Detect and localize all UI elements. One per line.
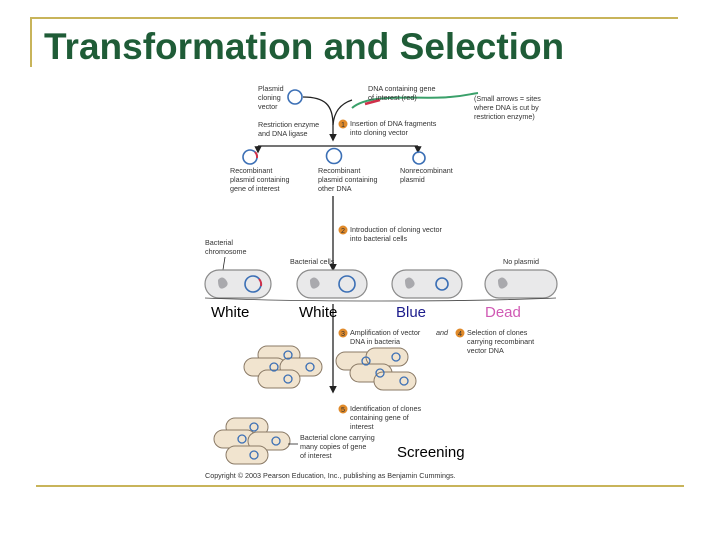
and-word: and xyxy=(436,328,449,337)
svg-text:3: 3 xyxy=(341,329,345,338)
recombinant-other-plasmid xyxy=(325,147,343,165)
bacterium-4 xyxy=(484,269,558,299)
svg-text:carrying recombinant: carrying recombinant xyxy=(467,337,534,346)
svg-text:of interest (red): of interest (red) xyxy=(368,93,417,102)
recombinant-gene-label: Recombinant plasmid containing gene of i… xyxy=(230,166,290,193)
svg-text:Recombinant: Recombinant xyxy=(318,166,360,175)
svg-text:chromosome: chromosome xyxy=(205,247,247,256)
svg-text:where DNA is cut by: where DNA is cut by xyxy=(473,103,539,112)
step-2-marker xyxy=(338,225,348,235)
bacterial-chromosome-label: Bacterial chromosome xyxy=(205,238,247,256)
svg-text:and DNA ligase: and DNA ligase xyxy=(258,129,308,138)
svg-text:Amplification of vector: Amplification of vector xyxy=(350,328,421,337)
step-1: 1 Insertion of DNA fragments into clonin… xyxy=(338,119,437,137)
frame-left-line xyxy=(30,17,32,67)
svg-text:1: 1 xyxy=(341,120,345,129)
svg-text:many copies of gene: many copies of gene xyxy=(300,442,366,451)
step-5: 5 Identification of clones containing ge… xyxy=(338,404,422,431)
svg-text:DNA in bacteria: DNA in bacteria xyxy=(350,337,400,346)
svg-text:Insertion of DNA fragments: Insertion of DNA fragments xyxy=(350,119,437,128)
svg-text:(Small arrows = sites: (Small arrows = sites xyxy=(474,94,541,103)
step-2: 2 Introduction of cloning vector into ba… xyxy=(338,225,442,243)
nonrecombinant-label: Nonrecombinant plasmid xyxy=(400,166,453,184)
cells-brace xyxy=(204,297,557,302)
annotation-white-1: White xyxy=(211,304,250,321)
cloning-vector-plasmid xyxy=(287,89,303,105)
annotation-dead: Dead xyxy=(485,304,521,321)
insert-mark xyxy=(254,151,259,159)
svg-text:Restriction enzyme: Restriction enzyme xyxy=(258,120,319,129)
bacterium-1 xyxy=(204,269,272,299)
dna-strand xyxy=(351,92,479,109)
svg-text:Introduction of cloning vector: Introduction of cloning vector xyxy=(350,225,442,234)
svg-text:of interest: of interest xyxy=(300,451,332,460)
svg-text:5: 5 xyxy=(341,405,345,414)
gene-segment xyxy=(364,98,381,106)
chromosome-blob xyxy=(498,277,508,289)
restriction-note: (Small arrows = sites where DNA is cut b… xyxy=(473,94,541,121)
svg-text:Recombinant: Recombinant xyxy=(230,166,272,175)
svg-text:gene of interest: gene of interest xyxy=(230,184,280,193)
svg-text:plasmid containing: plasmid containing xyxy=(230,175,290,184)
svg-text:Bacterial clone carrying: Bacterial clone carrying xyxy=(300,433,375,442)
svg-text:DNA containing gene: DNA containing gene xyxy=(368,84,436,93)
recombinant-other-label: Recombinant plasmid containing other DNA xyxy=(318,166,378,193)
slide-title: Transformation and Selection xyxy=(44,26,565,67)
no-plasmid-label: No plasmid xyxy=(503,257,539,266)
annotation-screening: Screening xyxy=(397,444,465,461)
svg-text:restriction enzyme): restriction enzyme) xyxy=(474,112,535,121)
chromosome-blob xyxy=(218,277,228,289)
converge-arrow-right xyxy=(332,99,353,126)
svg-text:into cloning vector: into cloning vector xyxy=(350,128,409,137)
annotation-blue: Blue xyxy=(396,304,427,321)
svg-text:cloning: cloning xyxy=(258,93,281,102)
frame-bottom-line xyxy=(36,485,684,487)
step-3-marker xyxy=(338,328,348,338)
step-5-marker xyxy=(338,404,348,414)
cell-plasmid xyxy=(338,275,356,293)
bacteria-cluster-left xyxy=(243,345,323,389)
svg-text:Nonrecombinant: Nonrecombinant xyxy=(400,166,453,175)
svg-text:vector DNA: vector DNA xyxy=(467,346,504,355)
step-1-marker xyxy=(338,119,348,129)
svg-text:Selection of clones: Selection of clones xyxy=(467,328,528,337)
step-3: 3 Amplification of vector DNA in bacteri… xyxy=(338,328,421,346)
svg-text:4: 4 xyxy=(458,329,462,338)
copyright-text: Copyright © 2003 Pearson Education, Inc.… xyxy=(205,471,456,480)
svg-text:interest: interest xyxy=(350,422,374,431)
cell-plasmid xyxy=(435,277,449,291)
annotation-white-2: White xyxy=(299,304,338,321)
plasmid-label: Plasmid cloning vector xyxy=(258,84,284,111)
enzyme-label: Restriction enzyme and DNA ligase xyxy=(258,120,319,138)
clone-cluster xyxy=(213,417,291,465)
bacterium-3 xyxy=(391,269,463,299)
svg-text:containing gene of: containing gene of xyxy=(350,413,409,422)
dna-label: DNA containing gene of interest (red) xyxy=(368,84,436,102)
step-4-marker xyxy=(455,328,465,338)
svg-text:vector: vector xyxy=(258,102,278,111)
chromosome-blob xyxy=(405,277,415,289)
chromosome-blob xyxy=(310,277,320,289)
bacteria-cluster-right xyxy=(335,347,417,391)
svg-text:other DNA: other DNA xyxy=(318,184,352,193)
svg-text:plasmid: plasmid xyxy=(400,175,425,184)
svg-text:into bacterial cells: into bacterial cells xyxy=(350,234,408,243)
step-4: 4 Selection of clones carrying recombina… xyxy=(455,328,534,355)
svg-text:Identification of clones: Identification of clones xyxy=(350,404,422,413)
recombinant-gene-plasmid xyxy=(242,149,258,165)
clone-label: Bacterial clone carrying many copies of … xyxy=(300,433,375,460)
svg-text:plasmid containing: plasmid containing xyxy=(318,175,378,184)
bacterial-cells-label: Bacterial cells xyxy=(290,257,335,266)
frame-top-line xyxy=(30,17,678,19)
nonrecombinant-plasmid xyxy=(412,151,426,165)
svg-text:2: 2 xyxy=(341,226,345,235)
bacterium-2 xyxy=(296,269,368,299)
svg-text:Bacterial: Bacterial xyxy=(205,238,233,247)
svg-text:Plasmid: Plasmid xyxy=(258,84,284,93)
